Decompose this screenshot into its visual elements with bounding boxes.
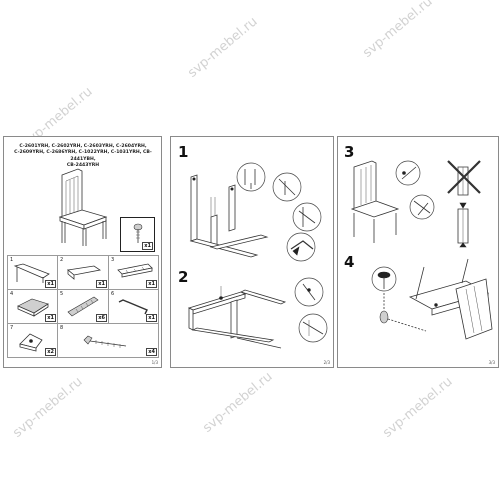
step-number: 4 bbox=[344, 253, 355, 271]
instruction-page-3: 3 4 bbox=[337, 136, 499, 368]
part-cell: 2 x1 bbox=[57, 255, 109, 290]
watermark: svp-mebel.ru bbox=[360, 0, 436, 61]
allen-key-part-icon bbox=[118, 299, 148, 315]
part-number: 8 bbox=[60, 325, 64, 331]
model-list-line: C-2601YRH, C-2602YRH, C-2603YRH, C-2604Y… bbox=[19, 144, 147, 149]
page-number: 2/3 bbox=[323, 360, 330, 365]
rail-part-icon bbox=[67, 265, 102, 280]
step-2-illustration bbox=[187, 277, 328, 349]
step-number: 3 bbox=[344, 143, 355, 161]
screw-part-icon bbox=[83, 335, 127, 348]
part-cell: 7 x2 bbox=[7, 323, 58, 358]
watermark: svp-mebel.ru bbox=[10, 374, 86, 441]
quantity-badge: x6 bbox=[96, 314, 107, 322]
watermark: svp-mebel.ru bbox=[200, 369, 276, 436]
part-number: 6 bbox=[111, 291, 115, 297]
quantity-badge: x1 bbox=[45, 280, 56, 288]
model-list: C-2601YRH, C-2602YRH, C-2603YRH, C-2604Y… bbox=[10, 144, 156, 170]
model-list-line: C-2609YRH, C-2686YRH, C-1022YRH, C-1031Y… bbox=[14, 150, 152, 162]
watermark: svp-mebel.ru bbox=[185, 14, 261, 81]
seat-frame-part-icon bbox=[13, 263, 50, 283]
part-cell: 1 x1 bbox=[7, 255, 58, 290]
part-number: 3 bbox=[111, 257, 115, 263]
quantity-badge: x1 bbox=[45, 314, 56, 322]
step-1-illustration bbox=[189, 162, 322, 262]
part-cell: 3 x1 bbox=[108, 255, 159, 290]
quantity-badge: x1 bbox=[146, 314, 157, 322]
instruction-page-1: C-2601YRH, C-2602YRH, C-2603YRH, C-2604Y… bbox=[3, 136, 162, 368]
step-4-illustration bbox=[371, 258, 493, 340]
part-number: 7 bbox=[10, 325, 14, 331]
page-number: 1/3 bbox=[151, 360, 158, 365]
part-cell: 5 x6 bbox=[57, 289, 109, 324]
quantity-badge: x1 bbox=[142, 242, 153, 250]
watermark: svp-mebel.ru bbox=[380, 374, 456, 441]
assembled-chair-illustration bbox=[58, 168, 108, 246]
step-number: 1 bbox=[178, 143, 189, 161]
part-number: 5 bbox=[60, 291, 64, 297]
quantity-badge: x4 bbox=[146, 348, 157, 356]
quantity-badge: x1 bbox=[146, 280, 157, 288]
part-cell: 8 x4 bbox=[57, 323, 159, 358]
step-3-illustration bbox=[350, 160, 481, 248]
page-number: 3/3 bbox=[488, 360, 495, 365]
quantity-badge: x1 bbox=[96, 280, 107, 288]
bolt-icon bbox=[133, 223, 143, 243]
long-bolt-part-icon bbox=[67, 296, 99, 317]
model-list-line: CB-2443YRH bbox=[66, 163, 100, 169]
step-number: 2 bbox=[178, 268, 189, 286]
part-number: 2 bbox=[60, 257, 64, 263]
seat-cushion-part-icon bbox=[17, 298, 49, 317]
part-number: 4 bbox=[10, 291, 14, 297]
part-cell: 6 x1 bbox=[108, 289, 159, 324]
quantity-badge: x2 bbox=[45, 348, 56, 356]
corner-bracket-part-icon bbox=[19, 333, 43, 352]
backrest-part-icon bbox=[117, 263, 153, 278]
instruction-page-2: 1 2 bbox=[170, 136, 334, 368]
part-cell: 4 x1 bbox=[7, 289, 58, 324]
hardware-inset: x1 bbox=[120, 217, 155, 252]
part-number: 1 bbox=[10, 257, 14, 263]
